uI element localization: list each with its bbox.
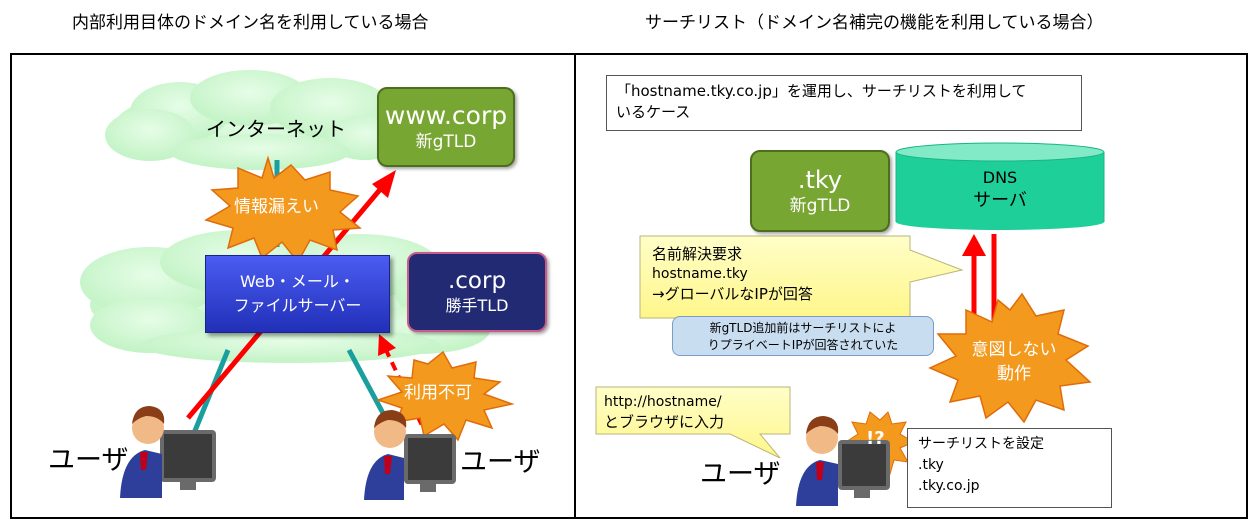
scenario-note-line1: 「hostname.tky.co.jp」を運用し、サーチリストを利用して bbox=[616, 82, 1027, 100]
searchlist-line3: .tky.co.jp bbox=[918, 478, 980, 494]
dns-line2: サーバ bbox=[973, 190, 1027, 211]
user-icon-left-b bbox=[364, 410, 456, 500]
browser-callout: http://hostname/ とブラウザに入力 bbox=[604, 392, 788, 432]
query-line3: →グローバルなIPが回答 bbox=[652, 285, 813, 303]
query-line1: 名前解決要求 bbox=[652, 245, 743, 263]
browser-line1: http://hostname/ bbox=[604, 394, 722, 410]
user-label-right: ユーザ bbox=[460, 447, 541, 478]
searchlist-note: サーチリストを設定 .tky .tky.co.jp bbox=[907, 428, 1112, 508]
unintended-line1: 意図しない bbox=[971, 340, 1057, 360]
searchlist-line1: サーチリストを設定 bbox=[918, 436, 1044, 452]
corp-tld-box: .corp 勝手TLD bbox=[407, 252, 547, 332]
corp-tld-name: .corp bbox=[447, 268, 507, 294]
server-box: Web・メール・ ファイルサーバー bbox=[205, 255, 390, 333]
tky-name: .tky bbox=[797, 166, 843, 194]
searchlist-line2: .tky bbox=[918, 457, 944, 473]
dns-cylinder bbox=[895, 142, 1105, 230]
unintended-burst-label: 意図しない 動作 bbox=[964, 332, 1064, 392]
internet-cloud bbox=[105, 70, 405, 170]
tky-type: 新gTLD bbox=[789, 196, 851, 216]
leak-burst-shape bbox=[204, 155, 362, 264]
right-heading: サーチリスト（ドメイン名補完の機能を利用している場合） bbox=[645, 13, 1104, 33]
unintended-line2: 動作 bbox=[997, 364, 1031, 384]
dns-server-label: DNS サーバ bbox=[896, 160, 1104, 220]
user-label-right-panel: ユーザ bbox=[700, 459, 781, 490]
query-callout: 名前解決要求 hostname.tky →グローバルなIPが回答 bbox=[652, 244, 912, 304]
corp-tld-type: 勝手TLD bbox=[445, 296, 509, 315]
browser-line2: とブラウザに入力 bbox=[604, 413, 725, 431]
query-line2: hostname.tky bbox=[652, 266, 748, 282]
unusable-burst-label: 利用不可 bbox=[404, 383, 472, 403]
user-icon-left-a bbox=[120, 406, 216, 498]
dns-line1: DNS bbox=[982, 168, 1018, 187]
right-panel bbox=[574, 53, 1248, 519]
before-note-line1: 新gTLD追加前はサーチリストによ bbox=[709, 321, 897, 335]
leak-burst-label: 情報漏えい bbox=[234, 197, 319, 217]
www-corp-type: 新gTLD bbox=[415, 132, 477, 152]
unintended-burst-shape bbox=[928, 292, 1092, 424]
scenario-note-line2: いるケース bbox=[616, 103, 691, 121]
unusable-burst-shape bbox=[375, 350, 515, 442]
before-note: 新gTLD追加前はサーチリストによ りプライベートIPが回答されていた bbox=[672, 316, 934, 356]
www-corp-box: www.corp 新gTLD bbox=[377, 87, 515, 167]
tky-box: .tky 新gTLD bbox=[750, 150, 890, 232]
server-line1: Web・メール・ bbox=[240, 272, 355, 291]
before-note-line2: りプライベートIPが回答されていた bbox=[707, 338, 899, 352]
internet-label: インターネット bbox=[206, 117, 346, 141]
www-corp-name: www.corp bbox=[384, 101, 508, 130]
scenario-note: 「hostname.tky.co.jp」を運用し、サーチリストを利用して いるケ… bbox=[606, 75, 1082, 131]
left-heading: 内部利用目体のドメイン名を利用している場合 bbox=[72, 13, 429, 33]
user-icon-right bbox=[796, 416, 890, 506]
server-line2: ファイルサーバー bbox=[233, 296, 362, 315]
user-label-left: ユーザ bbox=[48, 445, 129, 476]
browser-callout-shape bbox=[595, 386, 791, 459]
question-mark-label: !? bbox=[866, 428, 885, 449]
